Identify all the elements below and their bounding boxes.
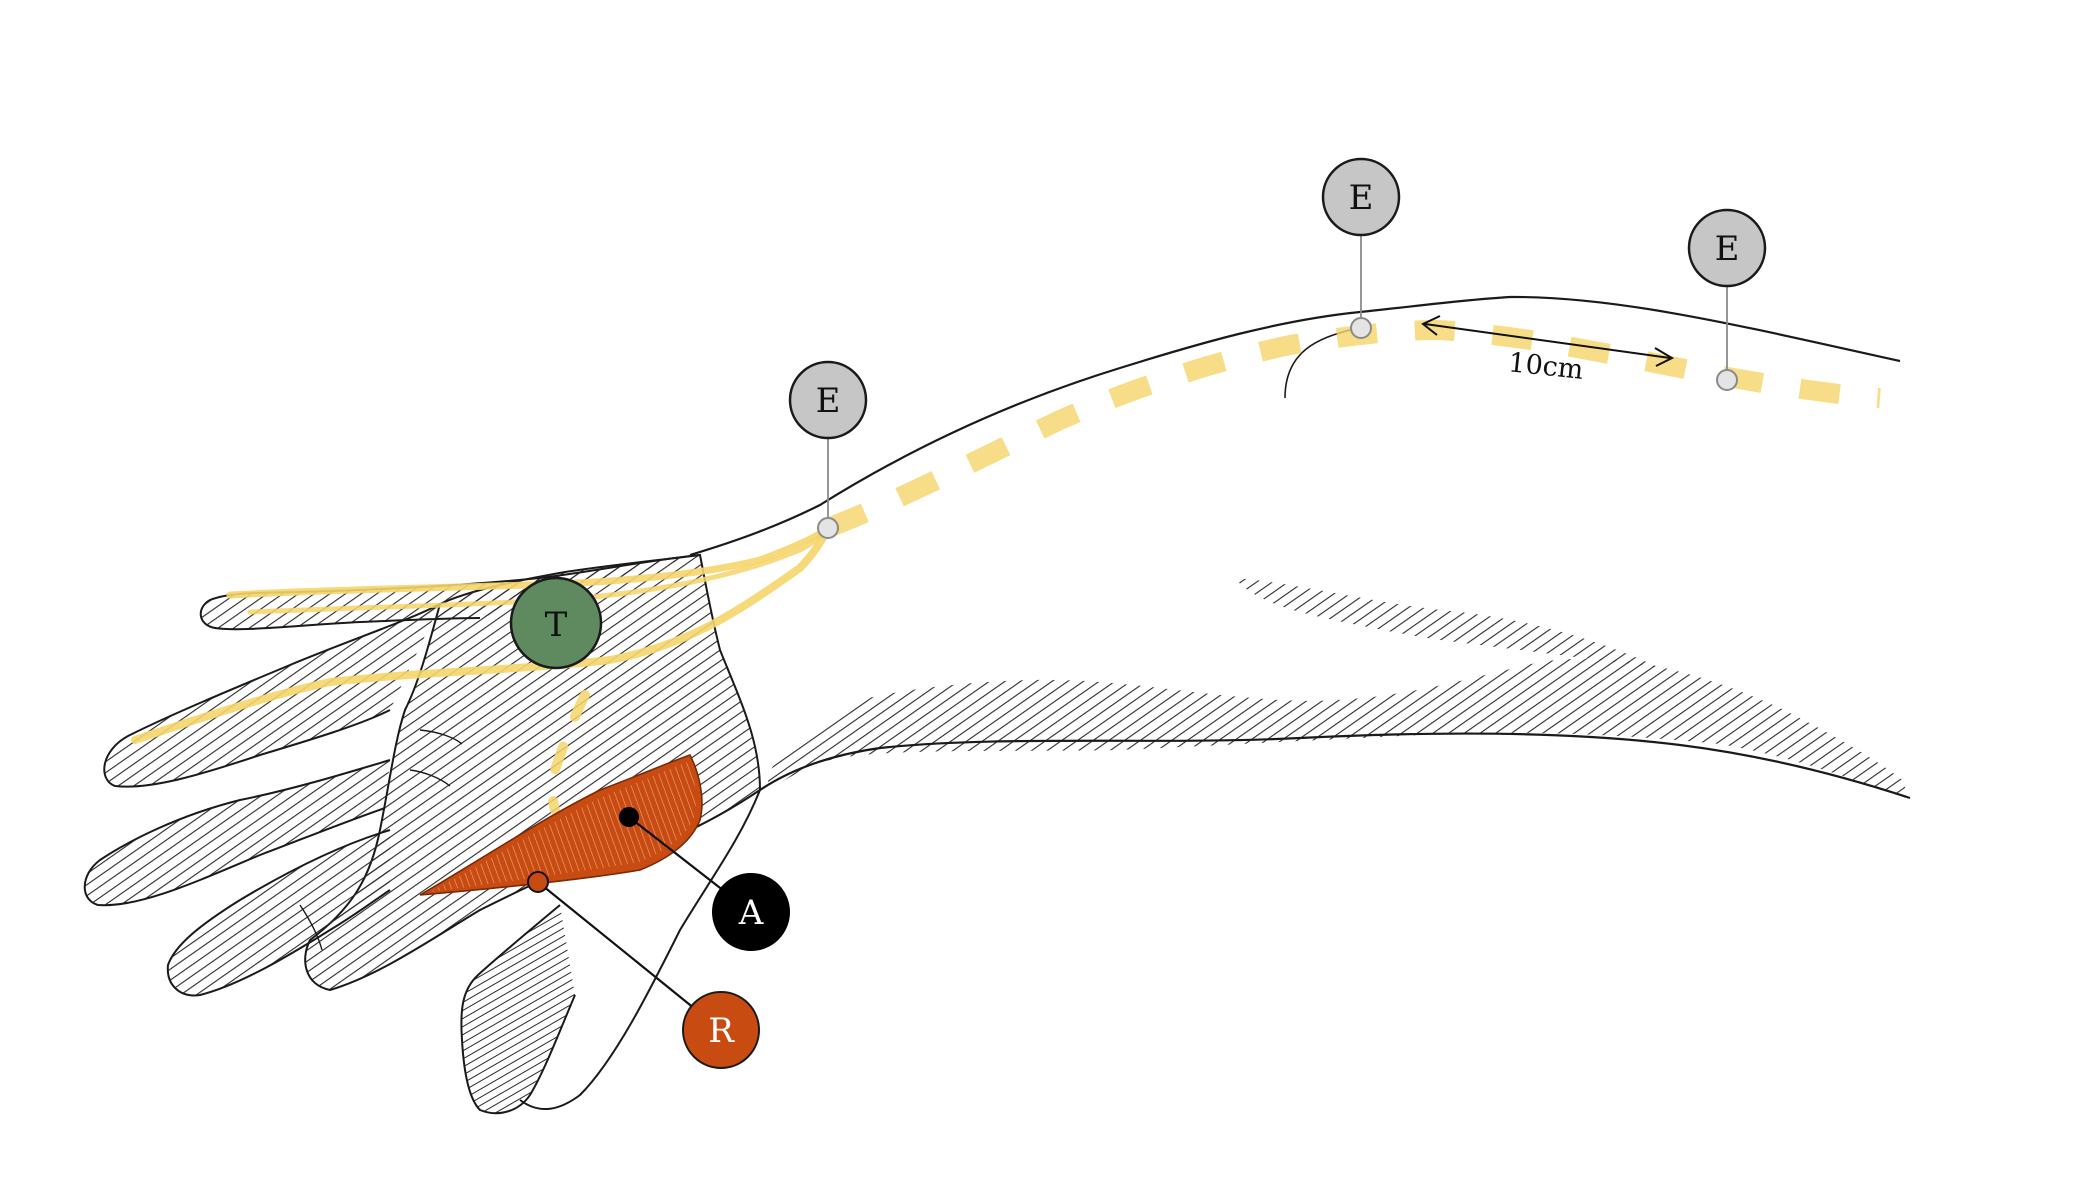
nerve-dashed-forearm: [824, 319, 1881, 538]
muscle-fibers: [430, 762, 696, 892]
marker-e-elbow: E: [1321, 157, 1401, 339]
finger-little: [166, 829, 391, 997]
marker-e-wrist-badge: [788, 360, 868, 440]
distance-measurement: 10cm: [1421, 315, 1675, 386]
marker-a: A: [619, 807, 790, 951]
measurement-arrowhead-left: [1421, 315, 1441, 336]
marker-t: T: [509, 576, 603, 670]
measurement-arrow-line: [1424, 323, 1671, 359]
marker-e-elbow-badge: [1321, 157, 1401, 237]
finger-ring: [83, 759, 391, 907]
marker-e-wrist-point: [817, 517, 839, 539]
thumb: [460, 904, 576, 1115]
measurement-arrowhead-right: [1654, 347, 1675, 367]
marker-e-elbow-label: E: [1349, 178, 1374, 218]
marker-r-point: [527, 871, 549, 893]
marker-a-point: [619, 807, 639, 827]
marker-e-upper: E: [1687, 208, 1767, 391]
knuckle-crease-1: [409, 769, 451, 787]
marker-r: R: [527, 871, 760, 1069]
arm-illustration-icon: [83, 295, 1911, 1115]
forearm-shadow-lower: [768, 658, 1906, 798]
nerve-solid-branch-2: [247, 525, 831, 615]
knuckle-crease-2: [419, 729, 463, 745]
nerve-dashed-palm: [547, 690, 590, 815]
marker-a-badge: [712, 873, 790, 951]
wrist-outline: [519, 789, 761, 1111]
arm-top-outline: [689, 295, 1901, 557]
marker-r-badge: [682, 991, 760, 1069]
marker-e-wrist-label: E: [816, 381, 841, 421]
marker-e-upper-label: E: [1715, 229, 1740, 269]
marker-e-upper-badge: [1687, 208, 1767, 288]
marker-e-wrist: E: [788, 360, 868, 539]
marker-a-label: A: [738, 893, 764, 933]
measurement-label: 10cm: [1507, 347, 1585, 386]
nerve-solid-branch-1: [226, 524, 832, 599]
marker-r-leader: [537, 881, 722, 1031]
marker-e-upper-point: [1716, 369, 1738, 391]
muscle-icon: [419, 754, 703, 896]
marker-t-label: T: [545, 605, 568, 645]
forearm-bottom-outline: [759, 732, 1911, 800]
forearm-shadow-upper: [1235, 578, 1660, 668]
knuckle-crease-3: [299, 904, 323, 951]
marker-t-badge: [509, 576, 603, 670]
marker-r-label: R: [708, 1011, 735, 1051]
marker-e-elbow-point: [1350, 317, 1372, 339]
